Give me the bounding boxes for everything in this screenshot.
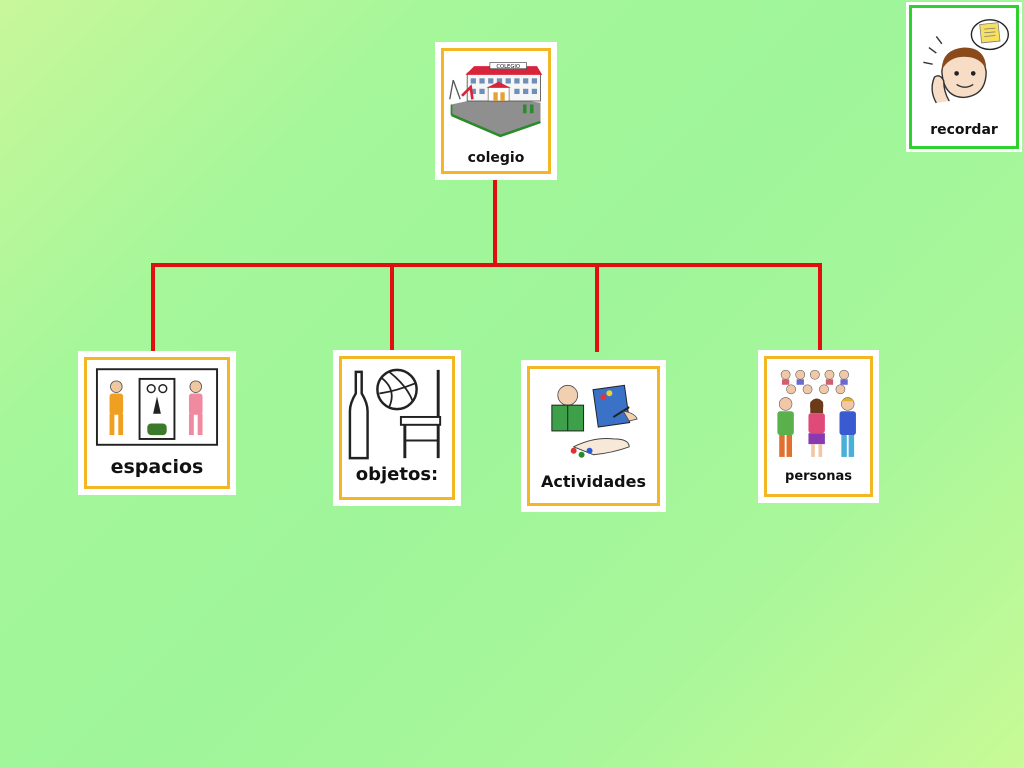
card-label-espacios: espacios [110,456,204,478]
card-label-recordar: recordar [930,122,998,138]
card-colegio[interactable]: COLEGIO colegio [435,42,557,180]
activities-icon [534,377,653,469]
card-label-colegio: colegio [467,150,525,166]
card-label-personas: personas [785,469,852,484]
people-icon [771,363,866,465]
card-personas[interactable]: personas [758,350,879,503]
rooms-icon [95,366,219,448]
card-espacios[interactable]: espacios [78,351,236,495]
svg-text:COLEGIO: COLEGIO [496,64,520,70]
card-label-objetos: objetos: [355,464,439,485]
card-actividades[interactable]: Actividades [521,360,666,512]
objects-icon [346,363,448,467]
card-recordar[interactable]: recordar [906,2,1022,152]
remember-icon [916,12,1012,120]
card-label-actividades: Actividades [541,472,646,491]
school-building-icon: COLEGIO [448,55,544,147]
card-objetos[interactable]: objetos: [333,350,461,506]
